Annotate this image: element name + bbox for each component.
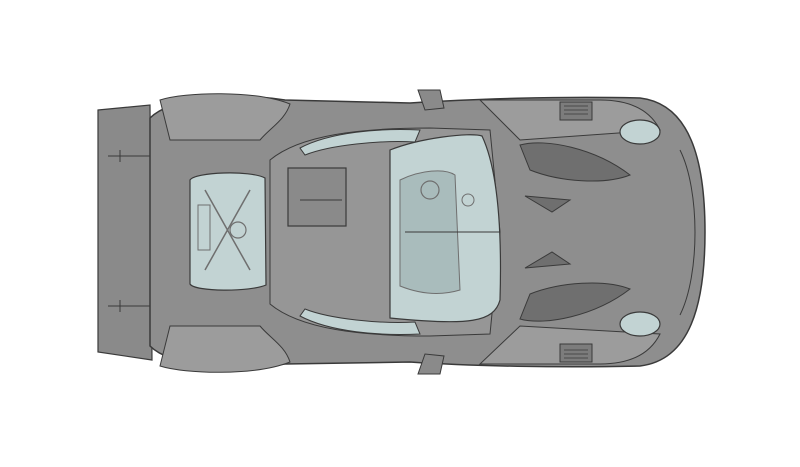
front-splitter <box>679 149 696 316</box>
headlights <box>619 119 661 337</box>
roof-hatch <box>287 167 347 227</box>
hood-vents <box>519 101 631 363</box>
windscreen <box>389 134 502 323</box>
rear-glass <box>189 172 267 291</box>
side-windows <box>299 129 421 335</box>
rear-wing <box>97 104 160 361</box>
side-mirrors <box>417 89 445 375</box>
